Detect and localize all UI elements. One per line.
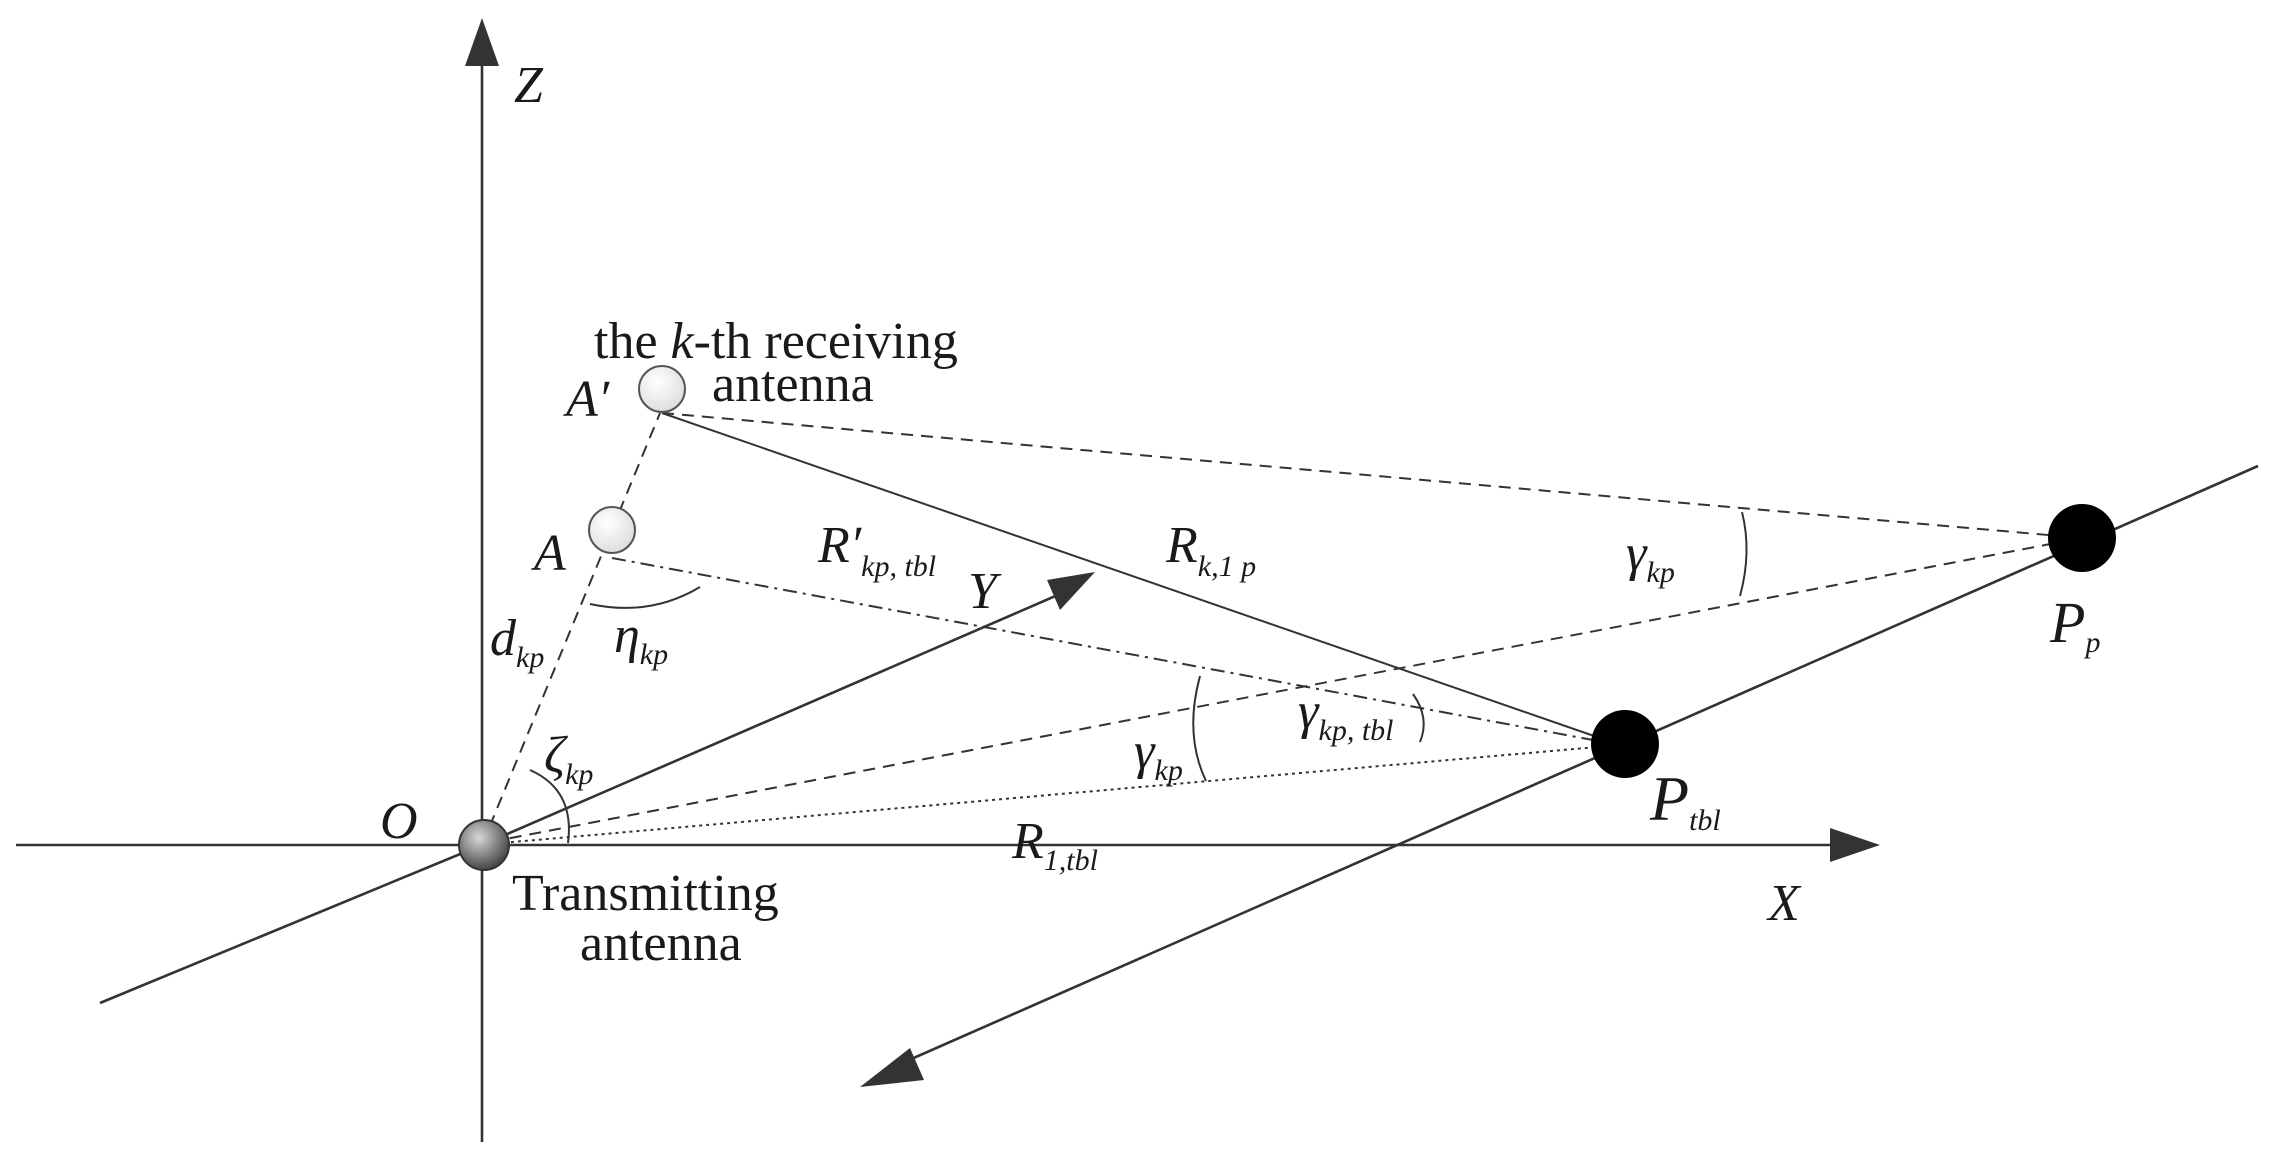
target-point-pp [2048, 504, 2116, 572]
gamma-kp-tbl-label: γkp, tbl [1298, 683, 1394, 747]
point-a-label: A [531, 525, 566, 582]
ray-o-to-pp [489, 537, 2083, 843]
transmitting-antenna-caption-line2: antenna [580, 915, 742, 972]
receiving-antenna-a-prime [638, 365, 686, 413]
receiving-antenna-caption-line2: antenna [712, 356, 874, 413]
trajectory-arrowhead [860, 1048, 924, 1087]
gamma-kp-mid-label: γkp [1134, 723, 1183, 787]
zeta-kp-label: ζkp [544, 727, 593, 791]
ray-o-to-ptbl [489, 744, 1621, 845]
arc-zeta-kp [529, 769, 570, 844]
arc-eta-kp [589, 586, 701, 609]
d-kp-label: dkp [490, 610, 544, 674]
receiving-antenna-caption-line1: the k-th receiving [594, 313, 958, 370]
z-axis-label: Z [514, 57, 544, 114]
y-axis-back [99, 843, 483, 1005]
eta-kp-label: ηkp [614, 607, 668, 671]
y-axis-label: Y [968, 563, 1002, 620]
arc-gamma-kp-mid [1192, 675, 1207, 782]
target-point-ptbl [1591, 710, 1659, 778]
point-ptbl-label: Ptbl [1649, 763, 1721, 837]
transmitting-antenna [458, 819, 510, 871]
x-axis-label: X [1766, 875, 1802, 932]
target-trajectory-line [899, 464, 2259, 1066]
point-a-prime-label: A′ [563, 371, 611, 428]
point-pp-label: Pp [2049, 590, 2100, 659]
r-1tbl-label: R1,tbl [1011, 813, 1098, 877]
arc-gamma-kp-top [1739, 511, 1748, 597]
ray-o-to-a-prime [481, 412, 661, 846]
ray-a-prime-to-pp [661, 412, 2083, 539]
ray-a-to-ptbl [611, 557, 1621, 746]
y-axis [481, 592, 1061, 847]
gamma-kp-top-label: γkp [1626, 525, 1675, 589]
x-axis-arrowhead [1830, 828, 1880, 862]
receiving-antenna-a [588, 506, 636, 554]
z-axis-arrowhead [465, 18, 499, 66]
origin-label: O [380, 793, 418, 850]
y-axis-arrowhead [1047, 572, 1095, 610]
arc-gamma-kp-tbl [1412, 693, 1425, 743]
ray-a-prime-to-ptbl [661, 412, 1621, 746]
r-k1p-label: Rk,1 p [1165, 517, 1256, 583]
r-prime-kp-tbl-label: R′kp, tbl [817, 517, 936, 583]
transmitting-antenna-caption-line1: Transmitting [512, 865, 779, 922]
